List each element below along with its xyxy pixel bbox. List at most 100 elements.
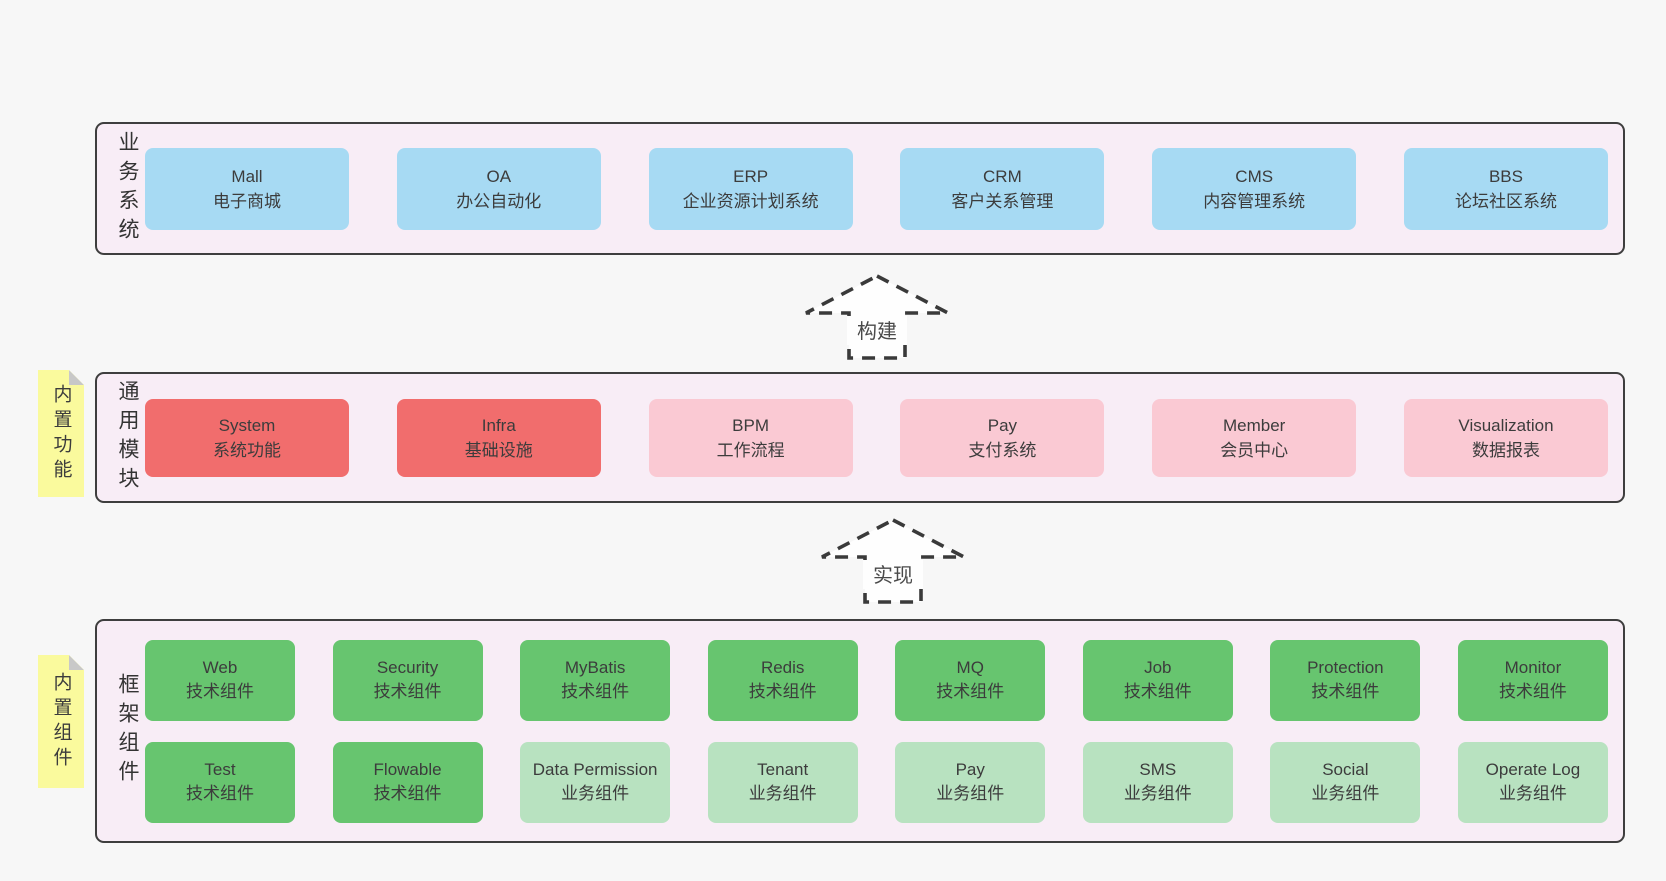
box-pay-component: Pay 业务组件: [895, 741, 1046, 823]
box-name: System: [218, 415, 276, 435]
box-name: CMS: [1235, 166, 1274, 186]
box-desc: 支付系统: [968, 440, 1037, 460]
box-mall: Mall 电子商城: [145, 147, 349, 230]
box-bbs: BBS 论坛社区系统: [1403, 147, 1608, 230]
box-infra: Infra 基础设施: [396, 398, 601, 477]
component-row-top: Web 技术组件 Security 技术组件 MyBatis 技术组件 Redi…: [145, 639, 1608, 721]
box-name: ERP: [733, 166, 769, 186]
box-mq: MQ 技术组件: [895, 639, 1046, 721]
box-desc: 业务组件: [561, 784, 630, 803]
component-row-bottom: Test 技术组件 Flowable 技术组件 Data Permission …: [145, 741, 1608, 823]
sticky-note-builtin-components: 内置组件: [38, 655, 84, 788]
box-member: Member 会员中心: [1152, 398, 1357, 477]
box-redis: Redis 技术组件: [707, 639, 858, 721]
box-name: Operate Log: [1485, 760, 1581, 779]
box-name: Social: [1322, 760, 1369, 779]
box-mybatis: MyBatis 技术组件: [520, 639, 671, 721]
box-web: Web 技术组件: [145, 639, 295, 721]
box-desc: 业务组件: [1498, 784, 1567, 803]
box-desc: 技术组件: [1311, 682, 1380, 701]
box-name: Protection: [1307, 658, 1384, 677]
note-fold-corner-icon: [69, 655, 84, 670]
box-name: Data Permission: [532, 760, 658, 779]
implement-arrow: 实现: [821, 517, 965, 604]
box-desc: 技术组件: [748, 682, 817, 701]
box-desc: 基础设施: [464, 440, 533, 460]
box-name: Test: [204, 760, 236, 779]
box-desc: 业务组件: [1123, 784, 1192, 803]
box-desc: 企业资源计划系统: [682, 191, 819, 211]
box-desc: 技术组件: [1123, 682, 1192, 701]
box-desc: 技术组件: [373, 682, 442, 701]
box-desc: 客户关系管理: [951, 191, 1054, 211]
box-name: BPM: [732, 415, 770, 435]
box-desc: 业务组件: [1311, 784, 1380, 803]
box-desc: 技术组件: [373, 784, 442, 803]
box-test: Test 技术组件: [145, 741, 295, 823]
box-name: Job: [1144, 658, 1172, 677]
box-name: Mall: [231, 166, 263, 186]
box-name: Monitor: [1504, 658, 1562, 677]
box-oa: OA 办公自动化: [396, 147, 601, 230]
box-name: Tenant: [757, 760, 809, 779]
box-pay-module: Pay 支付系统: [900, 398, 1105, 477]
arrow-label-bg: [863, 560, 923, 589]
box-desc: 技术组件: [186, 784, 254, 803]
box-name: Flowable: [373, 760, 442, 779]
box-system: System 系统功能: [145, 398, 349, 477]
box-name: MQ: [956, 658, 984, 677]
box-bpm: BPM 工作流程: [648, 398, 853, 477]
module-boxes: System 系统功能 Infra 基础设施 BPM 工作流程 Pay 支付系统…: [145, 374, 1608, 501]
box-name: BBS: [1488, 166, 1523, 186]
box-flowable: Flowable 技术组件: [332, 741, 483, 823]
box-name: CRM: [983, 166, 1022, 186]
box-name: Visualization: [1458, 415, 1554, 435]
panel-common-modules: 通用模块 System 系统功能 Infra 基础设施 BPM 工作流程 Pay…: [95, 372, 1625, 503]
box-name: Pay: [987, 415, 1018, 435]
box-name: Web: [202, 658, 238, 677]
implement-arrow-label: 实现: [873, 564, 913, 587]
box-name: SMS: [1139, 760, 1177, 779]
box-desc: 办公自动化: [456, 191, 542, 211]
box-name: Pay: [955, 760, 985, 779]
box-name: MyBatis: [564, 658, 626, 677]
box-desc: 数据报表: [1471, 440, 1540, 460]
arrow-label-bg: [847, 316, 907, 345]
panel-business-label: 业务系统: [116, 130, 139, 247]
box-name: Security: [376, 658, 439, 677]
box-name: Infra: [481, 415, 516, 435]
box-tenant: Tenant 业务组件: [707, 741, 858, 823]
box-name: OA: [486, 166, 512, 186]
box-name: Redis: [760, 658, 805, 677]
box-desc: 系统功能: [213, 440, 281, 460]
build-arrow: 构建: [805, 273, 949, 360]
box-cms: CMS 内容管理系统: [1152, 147, 1357, 230]
box-erp: ERP 企业资源计划系统: [648, 147, 853, 230]
box-desc: 技术组件: [561, 682, 630, 701]
box-desc: 业务组件: [748, 784, 817, 803]
build-arrow-label: 构建: [857, 320, 897, 343]
business-boxes: Mall 电子商城 OA 办公自动化 ERP 企业资源计划系统 CRM 客户关系…: [145, 124, 1608, 253]
panel-framework-components: 框架组件 Web 技术组件 Security 技术组件 MyBatis 技术组件…: [95, 619, 1625, 843]
box-desc: 会员中心: [1220, 440, 1289, 460]
note-fold-corner-icon: [69, 370, 84, 385]
box-desc: 技术组件: [936, 682, 1005, 701]
note-label: 内置组件: [50, 671, 72, 772]
box-desc: 技术组件: [1498, 682, 1567, 701]
panel-components-label: 框架组件: [116, 673, 139, 789]
box-desc: 电子商城: [213, 191, 281, 211]
box-name: Member: [1223, 415, 1286, 435]
box-data-permission: Data Permission 业务组件: [520, 741, 671, 823]
panel-modules-label: 通用模块: [116, 379, 139, 496]
box-security: Security 技术组件: [332, 639, 483, 721]
box-desc: 论坛社区系统: [1454, 191, 1557, 211]
note-label: 内置功能: [50, 383, 72, 484]
box-desc: 业务组件: [936, 784, 1005, 803]
sticky-note-builtin-features: 内置功能: [38, 370, 84, 497]
box-social: Social 业务组件: [1270, 741, 1421, 823]
box-desc: 工作流程: [716, 440, 785, 460]
box-desc: 内容管理系统: [1203, 191, 1306, 211]
box-protection: Protection 技术组件: [1270, 639, 1421, 721]
box-monitor: Monitor 技术组件: [1457, 639, 1608, 721]
